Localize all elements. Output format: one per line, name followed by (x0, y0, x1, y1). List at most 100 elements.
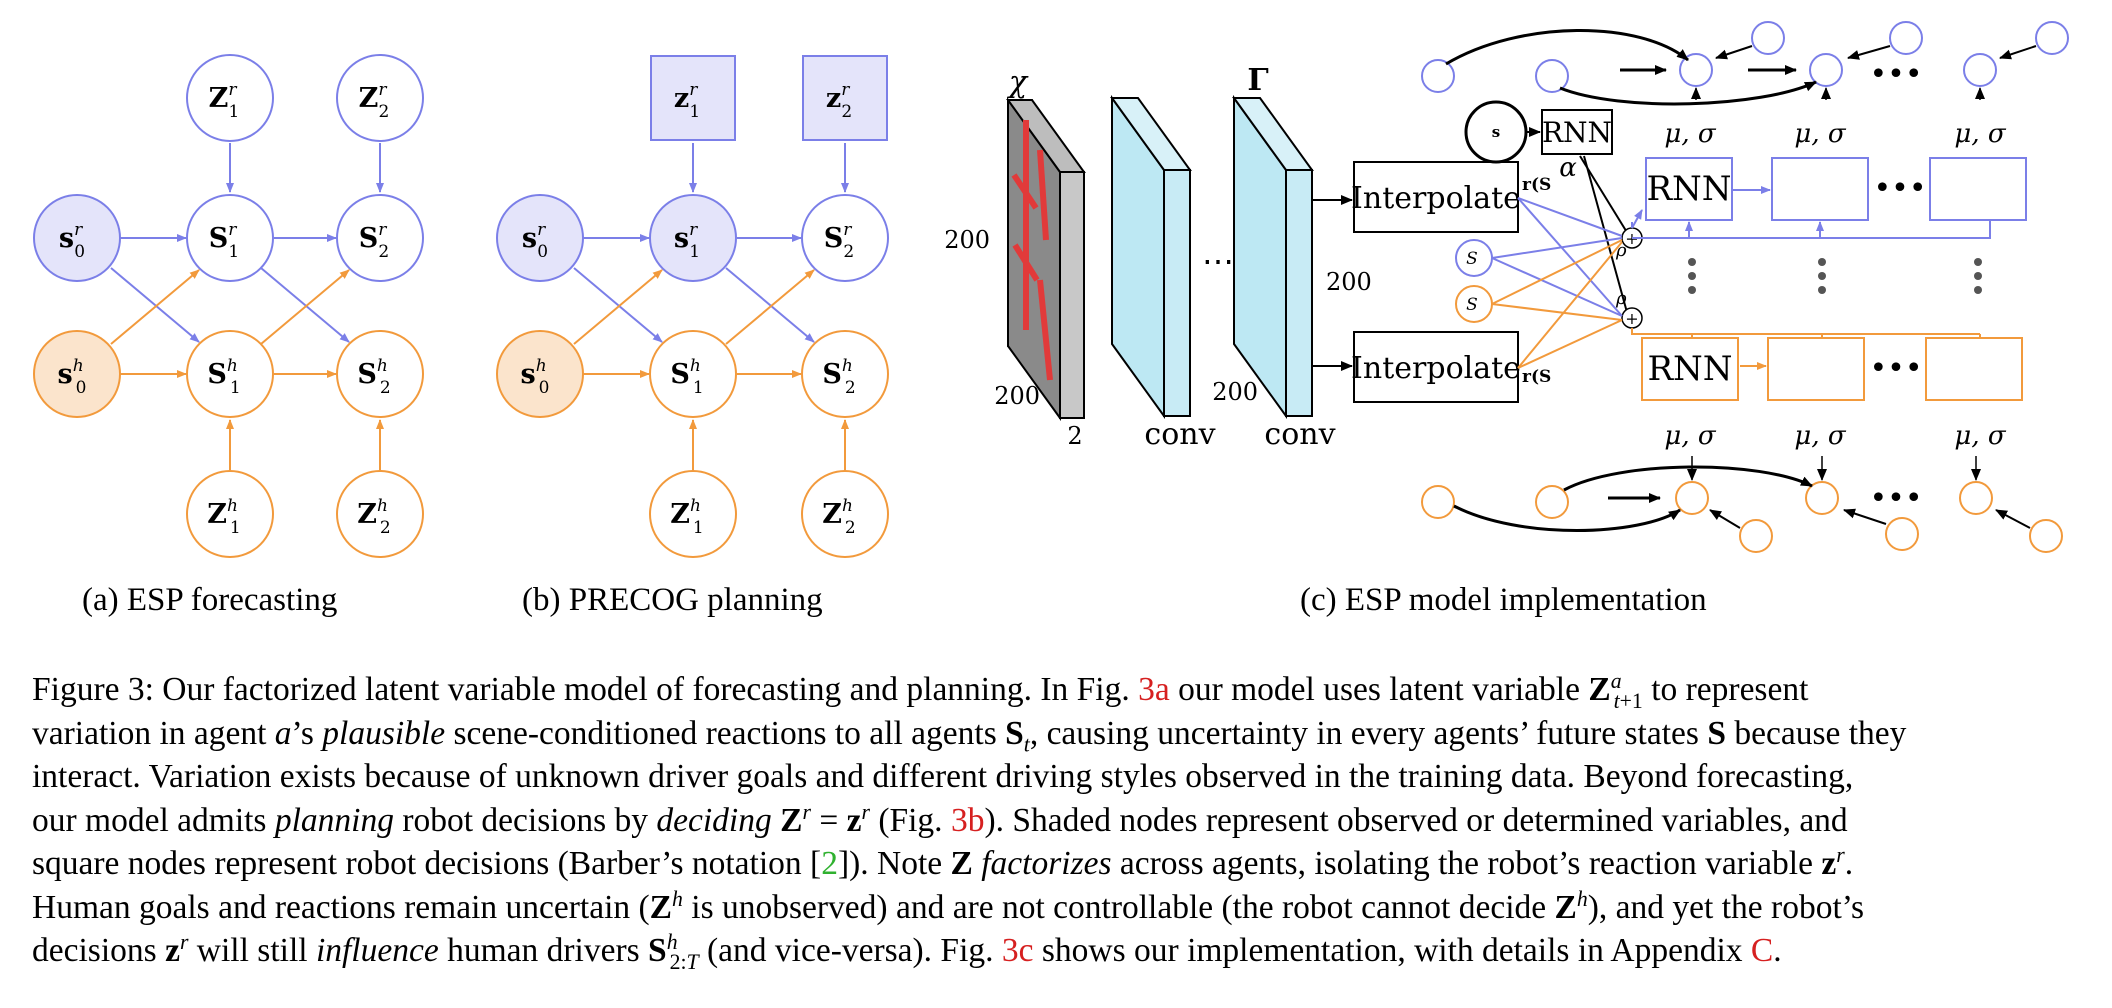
svg-text:Interpolate: Interpolate (1351, 181, 1521, 216)
rnn-agent-1 (1645, 157, 1733, 221)
caption-line-1: Figure 3: Our factorized latent variable… (32, 668, 1809, 713)
svg-text:200: 200 (1326, 268, 1372, 296)
rnn-agent-A-step2 (1767, 337, 1865, 401)
svg-text:•••: ••• (1873, 171, 1926, 206)
node-z1h (186, 470, 274, 558)
input-tensor: χ 200 200 2 (944, 65, 1086, 450)
svg-text:Sr2: Sr2 (359, 220, 389, 262)
panel-c-model: χ 200 200 2 conv ⋯ Γ conv 200 200 Interp… (944, 21, 2069, 553)
svg-text:Zr1: Zr1 (209, 80, 240, 122)
ref-fig-3b[interactable]: 3b (950, 801, 985, 839)
svg-text:sh0: sh0 (521, 356, 550, 398)
svg-text:Zh1: Zh1 (670, 496, 704, 538)
svg-text:Sh2: Sh2 (357, 356, 390, 398)
trajectory-agent-1: ••• (1421, 21, 2069, 106)
svg-text:200: 200 (944, 226, 990, 254)
caption-line-3: interact. Variation exists because of un… (32, 758, 1854, 795)
svg-text:r(S: r(S (1522, 367, 1551, 387)
svg-text:S: S (1466, 295, 1478, 315)
svg-text:μ, σ: μ, σ (1664, 119, 1716, 149)
svg-text:sh0: sh0 (58, 356, 87, 398)
svg-text:μ, σ: μ, σ (1664, 421, 1716, 451)
rnn-agent-1-step2 (1771, 157, 1869, 221)
svg-text:ρ: ρ (1615, 240, 1627, 261)
node-z2h (336, 470, 424, 558)
svg-text:μ, σ: μ, σ (1794, 119, 1846, 149)
node-s1r (186, 194, 274, 282)
svg-text:μ, σ: μ, σ (1954, 421, 2006, 451)
svg-text:2: 2 (1067, 422, 1082, 450)
ref-citation-2[interactable]: 2 (821, 845, 838, 882)
svg-text:Γ: Γ (1247, 63, 1268, 98)
past-state-node (1464, 100, 1528, 164)
interpolate-top (1353, 161, 1519, 233)
caption-line-5: square nodes represent robot decisions (… (32, 842, 1854, 882)
svg-text:sr0: sr0 (59, 220, 85, 262)
rnn-agent-A (1641, 337, 1739, 401)
svg-text:zr2: zr2 (826, 80, 852, 122)
conv-block-2: Γ conv 200 200 (1212, 63, 1372, 452)
caption-panel-b: (b) PRECOG planning (522, 582, 823, 618)
caption-panel-a: (a) ESP forecasting (82, 582, 338, 618)
ref-fig-3a[interactable]: 3a (1138, 671, 1170, 708)
svg-text:•••: ••• (1869, 57, 1922, 92)
node-z1r (186, 54, 274, 142)
svg-text:χ: χ (1007, 65, 1029, 100)
svg-text:r(S: r(S (1522, 175, 1551, 195)
svg-text:•••: ••• (1869, 351, 1922, 386)
svg-text:conv: conv (1264, 417, 1335, 452)
svg-text:200: 200 (994, 382, 1040, 410)
svg-text:S: S (1466, 249, 1478, 269)
svg-text:Sh1: Sh1 (207, 356, 240, 398)
decision-z2r (802, 55, 888, 141)
svg-text:RNN: RNN (1646, 169, 1731, 209)
svg-text:+: + (1625, 309, 1638, 328)
svg-text:RNN: RNN (1542, 116, 1612, 149)
svg-text:Sh2: Sh2 (822, 356, 855, 398)
caption-line-7: decisions zr will still influence human … (32, 929, 1782, 974)
ref-fig-3c[interactable]: 3c (1001, 932, 1034, 969)
caption-line-6: Human goals and reactions remain uncerta… (32, 886, 1865, 926)
rnn-context (1541, 109, 1613, 155)
svg-text:Sr1: Sr1 (209, 220, 239, 262)
node-s1h (186, 330, 274, 418)
svg-text:ρ: ρ (1615, 288, 1627, 309)
svg-text:Zh2: Zh2 (357, 496, 391, 538)
trajectory-agent-A: ••• (1421, 456, 2063, 553)
svg-text:200: 200 (1212, 378, 1258, 406)
svg-text:Zr2: Zr2 (359, 80, 390, 122)
svg-text:sr0: sr0 (522, 220, 548, 262)
node-s2r (336, 194, 424, 282)
svg-text:Sr2: Sr2 (824, 220, 854, 262)
svg-text:Sh1: Sh1 (670, 356, 703, 398)
ref-appendix-c[interactable]: C (1750, 932, 1774, 969)
svg-text:sr1: sr1 (674, 220, 700, 262)
rnn-agent-A-stepT (1925, 337, 2023, 401)
svg-text:s: s (1492, 123, 1500, 141)
svg-text:conv: conv (1144, 417, 1215, 452)
svg-text:zr1: zr1 (674, 80, 700, 122)
interpolate-bottom (1353, 331, 1519, 403)
node-z2r (336, 54, 424, 142)
caption-panel-c: (c) ESP model implementation (1300, 582, 1707, 618)
node-s0r (33, 194, 121, 282)
svg-text:μ, σ: μ, σ (1794, 421, 1846, 451)
node-s2h (336, 330, 424, 418)
caption-line-2: variation in agent a’s plausible scene-c… (32, 714, 1907, 757)
svg-text:Zh2: Zh2 (822, 496, 856, 538)
svg-text:⋯: ⋯ (1202, 242, 1234, 280)
svg-text:Interpolate: Interpolate (1351, 351, 1521, 386)
agent-ellipsis (1688, 258, 1982, 294)
svg-text:Zh1: Zh1 (207, 496, 241, 538)
conv-block-1: conv (1110, 94, 1216, 452)
svg-text:α: α (1559, 153, 1577, 183)
caption-line-4: our model admits planning robot decision… (32, 799, 1848, 839)
rnn-agent-1-stepT (1929, 157, 2027, 221)
svg-text:μ, σ: μ, σ (1954, 119, 2006, 149)
node-s0h (33, 330, 121, 418)
figure-caption: Figure 3: Our factorized latent variable… (32, 668, 2104, 973)
